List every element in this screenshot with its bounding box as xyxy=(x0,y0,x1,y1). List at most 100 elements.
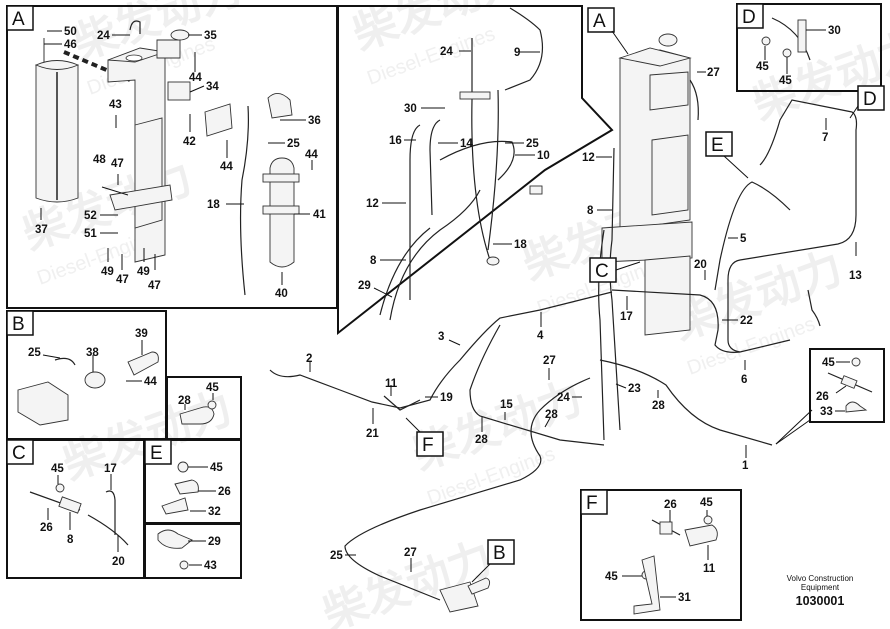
callout-frame xyxy=(337,5,614,336)
part-label: 45 xyxy=(210,462,223,474)
strap-41-upper xyxy=(262,173,300,183)
part-label: 49 xyxy=(101,266,114,278)
part-label: 40 xyxy=(275,288,288,300)
part-label: 5 xyxy=(740,233,747,245)
hose-2-3-4 xyxy=(269,291,613,409)
column-foot-bracket xyxy=(109,184,173,211)
screw-45-e xyxy=(177,461,189,473)
hose-12-8-zoom xyxy=(409,124,421,300)
part-label: 8 xyxy=(587,205,594,217)
part-label: 24 xyxy=(440,46,453,58)
detail-clamp-28: 28 45 xyxy=(166,376,242,440)
part-label: 47 xyxy=(111,158,124,170)
part-label: 11 xyxy=(385,378,398,390)
ref-box-e xyxy=(705,131,733,157)
screw-45 xyxy=(207,400,217,410)
detail-d-letter: D xyxy=(742,7,756,28)
hose-stub xyxy=(807,289,821,327)
main-bracket xyxy=(601,221,693,263)
fitting-18-zoom xyxy=(486,256,500,266)
part-label: 44 xyxy=(189,72,202,84)
detail-e-letter-box xyxy=(144,439,172,465)
sensor-33 xyxy=(845,401,868,413)
part-label: 31 xyxy=(678,592,691,604)
hose-22-6 xyxy=(611,289,741,353)
part-label: 32 xyxy=(208,506,221,518)
clamp-29-frame xyxy=(144,523,242,579)
detail-b-letter-box xyxy=(6,310,34,336)
filter-canister-top xyxy=(34,60,80,70)
callout-zoom-panel: 24 9 30 16 14 25 10 12 8 18 29 xyxy=(337,5,614,336)
hose-20-c xyxy=(87,514,129,546)
part-label: 29 xyxy=(358,280,371,292)
detail-b-letter: B xyxy=(12,314,25,335)
hose-16-zoom xyxy=(429,119,441,216)
part-label: 26 xyxy=(218,486,231,498)
detail-clamp-29: 29 43 xyxy=(144,523,242,579)
part-label: 45 xyxy=(822,357,835,369)
detail-view-e: E 45 26 32 xyxy=(144,439,242,524)
part-label: 15 xyxy=(500,399,513,411)
part-label: 25 xyxy=(287,138,300,150)
part-label: 20 xyxy=(694,259,707,271)
part-label: 18 xyxy=(207,199,220,211)
part-label: 2 xyxy=(306,353,312,365)
part-label: 22 xyxy=(740,315,753,327)
part-label: 24 xyxy=(557,392,570,404)
part-label: 41 xyxy=(313,209,326,221)
part-label: 50 xyxy=(64,26,77,38)
handle-main xyxy=(467,577,491,595)
clamp-29 xyxy=(157,529,193,549)
part-label: 21 xyxy=(366,428,379,440)
ref-box-f-letter: F xyxy=(422,435,434,456)
part-label: 3 xyxy=(438,331,444,343)
part-label: 19 xyxy=(440,392,453,404)
part-label: 26 xyxy=(816,391,829,403)
part-label: 47 xyxy=(148,280,161,292)
part-label: 25 xyxy=(330,550,343,562)
handle-39 xyxy=(127,351,159,376)
part-label: 38 xyxy=(86,347,99,359)
detail-view-d: D 30 45 45 xyxy=(736,3,882,92)
detail-c-letter-box xyxy=(6,439,34,465)
bracket-30-zoom xyxy=(459,91,491,100)
strap-41-lower xyxy=(262,205,300,215)
part-label: 26 xyxy=(664,499,677,511)
document-number: 1030001 xyxy=(796,594,845,608)
part-label: 20 xyxy=(112,556,125,568)
main-tank-box xyxy=(649,71,689,111)
screw-45-f-upper xyxy=(703,515,713,525)
mount-plate-b xyxy=(17,381,69,426)
hose-15 xyxy=(469,324,605,446)
detail-view-a: A xyxy=(6,5,338,309)
part-label: 9 xyxy=(514,47,520,59)
part-label: 17 xyxy=(620,311,633,323)
part-label: 29 xyxy=(208,536,221,548)
hose-18 xyxy=(239,105,249,296)
part-label: 27 xyxy=(707,67,720,79)
main-tank-assembly xyxy=(598,33,699,441)
detail-view-f: F 26 45 45 11 31 xyxy=(580,489,742,621)
part-label: 48 xyxy=(93,154,106,166)
ref-box-b-letter: B xyxy=(493,543,506,564)
cap-35 xyxy=(170,29,190,41)
callout-leaders xyxy=(373,50,540,298)
main-tank-panel xyxy=(651,134,689,216)
part-label: 44 xyxy=(220,161,233,173)
part-label: 45 xyxy=(605,571,618,583)
part-label: 45 xyxy=(700,497,713,509)
part-label: 36 xyxy=(308,115,321,127)
part-label: 17 xyxy=(104,463,117,475)
part-label: 30 xyxy=(828,25,841,37)
valve-36 xyxy=(267,93,293,119)
part-label: 26 xyxy=(40,522,53,534)
part-label: 16 xyxy=(389,135,402,147)
detail-e-letter: E xyxy=(150,443,163,464)
ref-box-d-letter: D xyxy=(863,89,877,110)
part-label: 44 xyxy=(144,376,157,388)
main-view-labels: 12 8 27 17 7 5 20 13 22 6 3 4 2 11 19 21… xyxy=(306,67,862,562)
caption-line-1: Volvo Construction xyxy=(787,574,854,583)
hose-17-c xyxy=(105,490,116,535)
junction-box-34 xyxy=(167,81,191,101)
detail-f-letter: F xyxy=(586,493,598,514)
